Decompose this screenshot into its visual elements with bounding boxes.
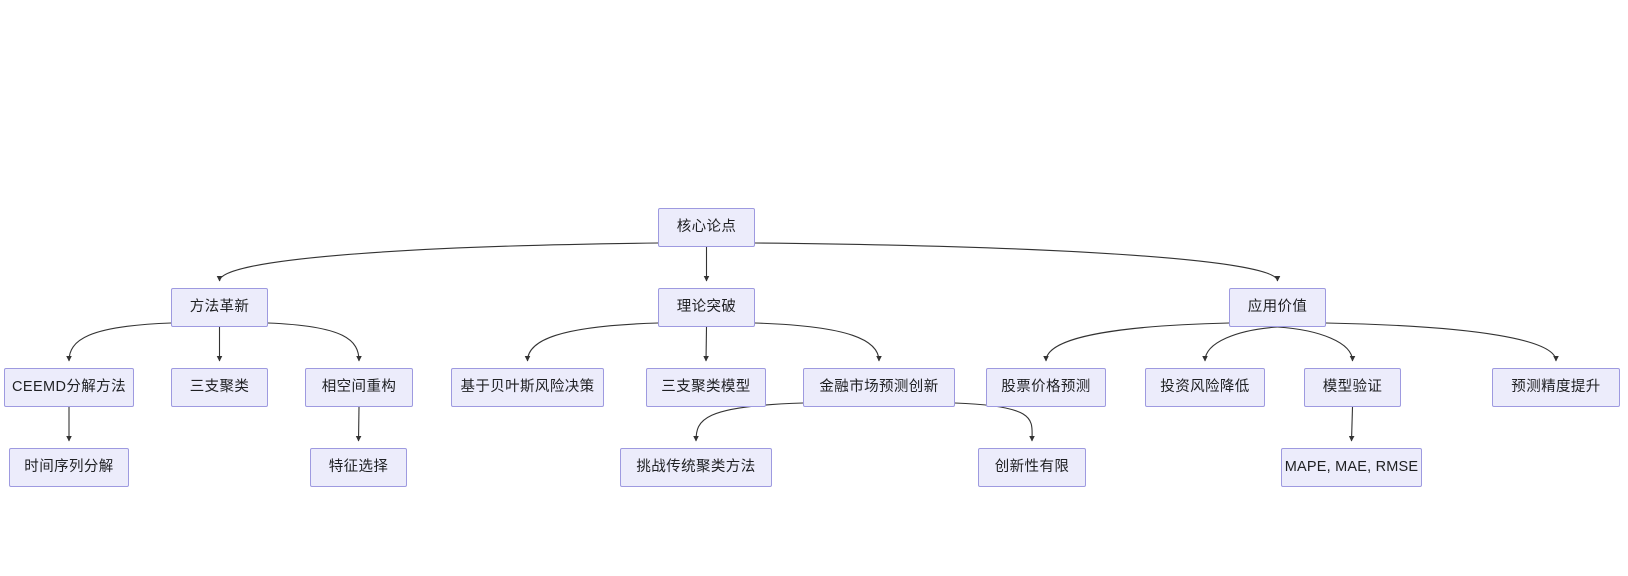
node-b2[interactable]: 理论突破: [658, 288, 755, 327]
node-label: 时间序列分解: [24, 459, 114, 476]
edge-b3-to-c10: [1325, 322, 1559, 362]
edge-b2-to-c5: [703, 326, 709, 362]
node-label: 应用价值: [1247, 299, 1308, 316]
node-label: 模型验证: [1322, 379, 1383, 396]
node-c5[interactable]: 三支聚类模型: [646, 368, 766, 407]
edge-b1-to-c1: [66, 322, 172, 362]
node-label: MAPE, MAE, RMSE: [1284, 459, 1419, 476]
node-label: 特征选择: [328, 459, 389, 476]
node-label: 相空间重构: [321, 379, 397, 396]
edge-b2-to-c4: [524, 322, 659, 362]
node-d1[interactable]: 时间序列分解: [9, 448, 129, 487]
edge-c6-to-d4: [954, 402, 1035, 442]
node-label: 挑战传统聚类方法: [636, 459, 756, 476]
node-label: 创新性有限: [994, 459, 1070, 476]
node-label: 三支聚类: [189, 379, 250, 396]
node-d4[interactable]: 创新性有限: [978, 448, 1086, 487]
node-c1[interactable]: CEEMD分解方法: [4, 368, 134, 407]
node-c2[interactable]: 三支聚类: [171, 368, 268, 407]
edge-c3-to-d2: [355, 406, 362, 442]
edge-b2-to-c6: [754, 322, 882, 362]
edge-root-to-b3: [754, 242, 1281, 282]
edge-b3-to-c7: [1043, 322, 1230, 362]
node-label: 预测精度提升: [1511, 379, 1601, 396]
node-c10[interactable]: 预测精度提升: [1492, 368, 1620, 407]
node-label: 基于贝叶斯风险决策: [460, 379, 595, 396]
edge-c9-to-d5: [1348, 406, 1355, 442]
edge-paths: [66, 242, 1559, 442]
node-c9[interactable]: 模型验证: [1304, 368, 1401, 407]
node-c6[interactable]: 金融市场预测创新: [803, 368, 955, 407]
node-d3[interactable]: 挑战传统聚类方法: [620, 448, 772, 487]
node-label: CEEMD分解方法: [12, 379, 126, 396]
node-c3[interactable]: 相空间重构: [305, 368, 413, 407]
node-label: 方法革新: [189, 299, 250, 316]
edge-b1-to-c3: [267, 322, 362, 362]
node-label: 理论突破: [676, 299, 737, 316]
node-d5[interactable]: MAPE, MAE, RMSE: [1281, 448, 1422, 487]
node-label: 三支聚类模型: [661, 379, 751, 396]
node-b3[interactable]: 应用价值: [1229, 288, 1326, 327]
node-b1[interactable]: 方法革新: [171, 288, 268, 327]
node-c8[interactable]: 投资风险降低: [1145, 368, 1265, 407]
node-root[interactable]: 核心论点: [658, 208, 755, 247]
node-d2[interactable]: 特征选择: [310, 448, 407, 487]
node-label: 金融市场预测创新: [819, 379, 939, 396]
node-label: 投资风险降低: [1160, 379, 1250, 396]
node-c4[interactable]: 基于贝叶斯风险决策: [451, 368, 604, 407]
edge-c6-to-d3: [693, 402, 804, 442]
node-label: 核心论点: [676, 219, 737, 236]
edge-root-to-b1: [216, 242, 659, 282]
edge-b3-to-c9: [1277, 326, 1356, 362]
node-c7[interactable]: 股票价格预测: [986, 368, 1106, 407]
edge-b3-to-c8: [1202, 326, 1278, 362]
node-label: 股票价格预测: [1001, 379, 1091, 396]
